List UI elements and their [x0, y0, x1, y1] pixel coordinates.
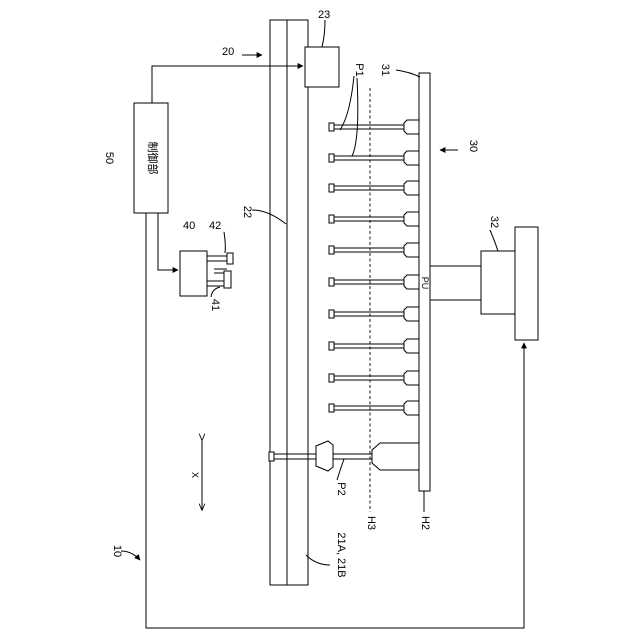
- pin-p1-body: [404, 401, 419, 415]
- pin-p1-tip: [329, 215, 334, 223]
- pin-p2-tip: [269, 452, 274, 461]
- pin-p1-tip: [329, 184, 334, 192]
- sensor-head-41: [224, 271, 231, 288]
- leader-31: [396, 70, 420, 77]
- label-p1: P1: [353, 63, 365, 76]
- pin-p1-tip: [329, 310, 334, 318]
- label-42: 42: [209, 220, 221, 232]
- pin-p1-body: [404, 339, 419, 353]
- label-axis-x: X: [190, 472, 200, 478]
- pin-p1-body: [404, 371, 419, 385]
- pin-p1-body: [404, 212, 419, 226]
- pin-p1-tip: [329, 404, 334, 412]
- pin-p1-body: [404, 151, 419, 165]
- pin-p2-body: [372, 443, 419, 470]
- label-40: 40: [183, 220, 195, 232]
- leader-p1-b: [352, 78, 358, 156]
- label-pu: PU: [420, 277, 430, 290]
- pin-p1-tip: [329, 342, 334, 350]
- leader-41: [211, 287, 220, 297]
- connector-shaft: [430, 266, 481, 300]
- label-p2: P2: [335, 482, 347, 495]
- pin-p1-tip: [329, 123, 334, 131]
- pin-p1-tip: [329, 374, 334, 382]
- controller-label: 制御部: [146, 142, 160, 175]
- label-h2: H2: [419, 516, 431, 530]
- rail-21: [270, 20, 308, 585]
- label-31: 31: [379, 64, 391, 76]
- label-10: 10: [111, 545, 123, 557]
- label-h3: H3: [365, 516, 377, 530]
- pin-p1-body: [404, 243, 419, 257]
- drive-32: [481, 251, 515, 314]
- pin-p1-body: [404, 120, 419, 134]
- leader-23: [322, 20, 325, 47]
- pin-p1-body: [404, 181, 419, 195]
- sensor-40: [180, 251, 207, 296]
- label-50: 50: [103, 152, 115, 164]
- label-22: 22: [241, 206, 253, 218]
- label-20: 20: [222, 46, 234, 58]
- pin-p1-tip: [329, 246, 334, 254]
- base-32: [515, 227, 538, 340]
- label-41: 41: [209, 299, 221, 311]
- pin-p1-tip: [329, 154, 334, 162]
- leader-p1-a: [340, 76, 354, 130]
- pin-p1-tip: [329, 278, 334, 286]
- leader-21: [306, 555, 330, 565]
- pin-p1-body: [404, 275, 419, 289]
- leader-32: [490, 230, 498, 251]
- label-30: 30: [467, 140, 479, 152]
- label-32: 32: [488, 216, 500, 228]
- label-23: 23: [318, 9, 330, 21]
- sensor-head-42: [227, 253, 233, 264]
- leader-p2: [337, 459, 344, 480]
- leader-42: [224, 232, 225, 253]
- unit-23: [305, 47, 339, 87]
- label-21: 21A, 21B: [335, 532, 347, 577]
- pin-p2-cone: [316, 441, 333, 471]
- signal-to-40: [158, 213, 178, 270]
- pin-p1-body: [404, 307, 419, 321]
- pin-group-p1: [329, 120, 419, 415]
